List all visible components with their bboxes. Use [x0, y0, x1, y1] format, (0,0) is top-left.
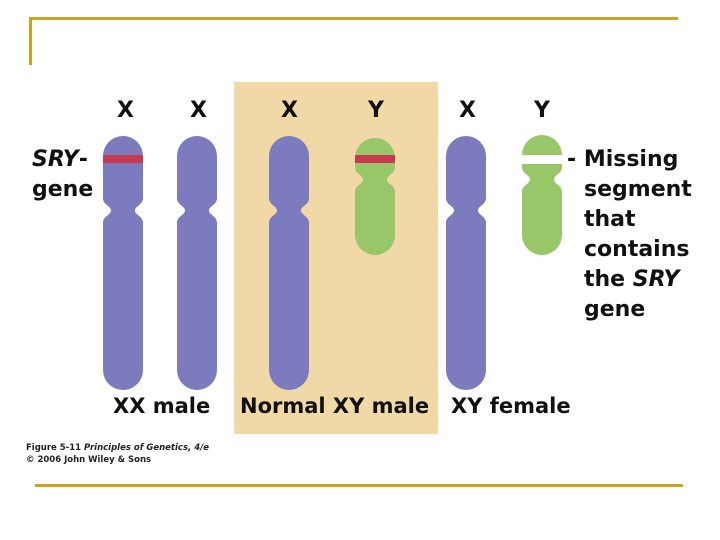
- xy-female-x-chromosome: [446, 136, 486, 390]
- x-chromosome-shape: [446, 136, 486, 390]
- note-line-4: contains: [584, 235, 692, 265]
- figure-caption: Figure 5-11 Principles of Genetics, 4/e …: [26, 442, 209, 466]
- normal-xy-y-chromosome: [355, 138, 395, 255]
- note-line-6: gene: [584, 295, 692, 325]
- xx-male-x-chromosome-2: [177, 136, 217, 390]
- x-chromosome-shape: [269, 136, 309, 390]
- sry-gene-label: SRY- gene: [32, 145, 93, 205]
- chromosome-label-y: Y: [368, 98, 384, 123]
- normal-xy-x-chromosome: [269, 136, 309, 390]
- x-chromosome-shape: [177, 136, 217, 390]
- note-line-2: segment: [584, 175, 692, 205]
- group-label-xx-male: XX male: [113, 394, 210, 418]
- sry-pointer-dash: -: [79, 147, 88, 172]
- caption-line-2: © 2006 John Wiley & Sons: [26, 454, 209, 466]
- chromosome-label-y: Y: [534, 98, 550, 123]
- y-chromosome-top-fragment: [522, 135, 562, 155]
- chromosome-label-x: X: [117, 98, 134, 123]
- missing-segment-note-body: segment that contains the SRY gene: [584, 175, 692, 325]
- group-label-normal-xy-male: Normal XY male: [240, 394, 429, 418]
- sry-text: SRY: [32, 147, 79, 172]
- note-line-3: that: [584, 205, 692, 235]
- xy-female-y-chromosome-missing-sry: [522, 135, 562, 255]
- missing-segment-note: - Missing: [567, 145, 678, 175]
- sry-band: [103, 155, 143, 163]
- missing-pointer-dash: -: [567, 147, 576, 172]
- chromosome-label-x: X: [281, 98, 298, 123]
- x-chromosome-shape: [103, 136, 143, 390]
- group-label-xy-female: XY female: [451, 394, 571, 418]
- y-chromosome-shape: [522, 164, 562, 255]
- sry-band: [355, 155, 395, 163]
- chromosome-label-x: X: [459, 98, 476, 123]
- chromosome-label-x: X: [190, 98, 207, 123]
- xx-male-x-chromosome-1: [103, 136, 143, 390]
- caption-line-1: Figure 5-11 Principles of Genetics, 4/e: [26, 442, 209, 454]
- note-line-5: the SRY: [584, 265, 692, 295]
- gene-text: gene: [32, 177, 93, 202]
- note-line-1: Missing: [584, 147, 679, 172]
